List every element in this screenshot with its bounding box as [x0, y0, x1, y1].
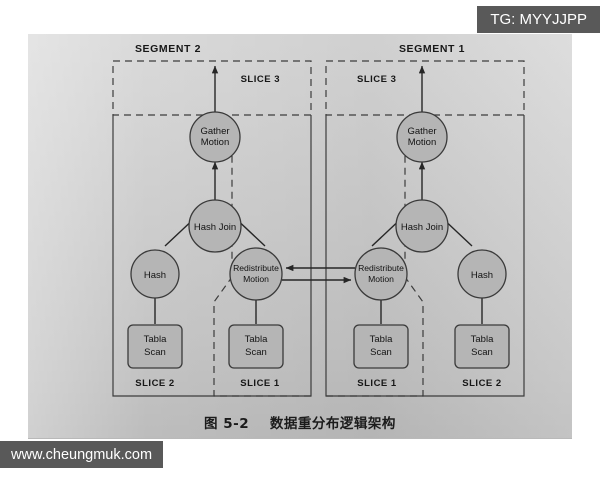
segment-1-outer-box: [325, 115, 525, 397]
node-gather-motion[interactable]: [396, 111, 448, 163]
page-bottom-rule: [28, 438, 572, 439]
node-gather-motion-label-line1: Gather: [200, 126, 229, 137]
node-hash-join-label: Hash Join: [401, 222, 443, 233]
segment-2-group: SEGMENT 2 SLICE 3 Gather Motion: [112, 43, 312, 397]
node-redistribute-motion-label-line2: Motion: [368, 274, 394, 284]
node-redistribute-motion-label-line1: Redistribute: [358, 263, 404, 273]
node-table-scan-inner-label-line2: Scan: [370, 347, 392, 358]
node-hash-label: Hash: [471, 270, 493, 281]
node-table-scan-inner-label-line1: Tabla: [245, 334, 268, 345]
node-table-scan-inner[interactable]: [353, 324, 409, 369]
node-table-scan-outer[interactable]: [127, 324, 183, 369]
node-redistribute-motion[interactable]: [354, 247, 408, 301]
segment-2-slice1-label: SLICE 1: [240, 378, 280, 389]
segment-1-slice1-divider: [326, 115, 424, 397]
segment-1-slice1-label: SLICE 1: [357, 378, 397, 389]
node-gather-motion[interactable]: [189, 111, 241, 163]
node-redistribute-motion[interactable]: [229, 247, 283, 301]
node-gather-motion-label-line2: Motion: [201, 137, 230, 148]
segment-1-slice3-label: SLICE 3: [357, 74, 396, 85]
node-table-scan-inner[interactable]: [228, 324, 284, 369]
node-hash-label: Hash: [144, 270, 166, 281]
segment-2-slice2-label: SLICE 2: [135, 378, 174, 389]
segment-1-slice3-box: [325, 60, 525, 116]
segment-2-slice1-divider: [213, 115, 311, 397]
segment-2-slice3-label: SLICE 3: [241, 74, 280, 85]
node-table-scan-inner-label-line2: Scan: [245, 347, 267, 358]
node-table-scan-outer-label-line1: Tabla: [144, 334, 167, 345]
node-hash[interactable]: [130, 249, 180, 299]
scanned-page: SEGMENT 2 SLICE 3 Gather Motion: [28, 34, 572, 438]
node-gather-motion-label-line2: Motion: [408, 137, 437, 148]
node-table-scan-inner-label-line1: Tabla: [370, 334, 393, 345]
node-gather-motion-label-line1: Gather: [407, 126, 436, 137]
diagram-canvas: SEGMENT 2 SLICE 3 Gather Motion: [112, 43, 525, 397]
figure-caption: 图 5-2 数据重分布逻辑架构: [204, 416, 396, 432]
segment-2-slice3-box: [112, 60, 312, 116]
node-redistribute-motion-label-line1: Redistribute: [233, 263, 279, 273]
segment-2-title: SEGMENT 2: [135, 43, 201, 55]
node-hash-join[interactable]: [395, 199, 449, 253]
site-watermark-badge: www.cheungmuk.com: [0, 441, 164, 468]
node-table-scan-outer[interactable]: [454, 324, 510, 369]
node-hash-join-label: Hash Join: [194, 222, 236, 233]
telegram-watermark-badge: TG: MYYJJPP: [477, 6, 600, 33]
segment-1-group: SEGMENT 1 SLICE 3 Gather Motion Hash Joi…: [325, 43, 525, 397]
segment-1-title: SEGMENT 1: [399, 43, 465, 55]
node-table-scan-outer-label-line1: Tabla: [471, 334, 494, 345]
node-table-scan-outer-label-line2: Scan: [144, 347, 166, 358]
node-hash-join[interactable]: [188, 199, 242, 253]
cross-segment-redistribute-arrows: [282, 264, 355, 284]
node-redistribute-motion-label-line2: Motion: [243, 274, 269, 284]
node-table-scan-outer-label-line2: Scan: [471, 347, 493, 358]
segment-2-outer-box: [112, 115, 312, 397]
node-hash[interactable]: [457, 249, 507, 299]
segment-1-slice2-label: SLICE 2: [462, 378, 501, 389]
